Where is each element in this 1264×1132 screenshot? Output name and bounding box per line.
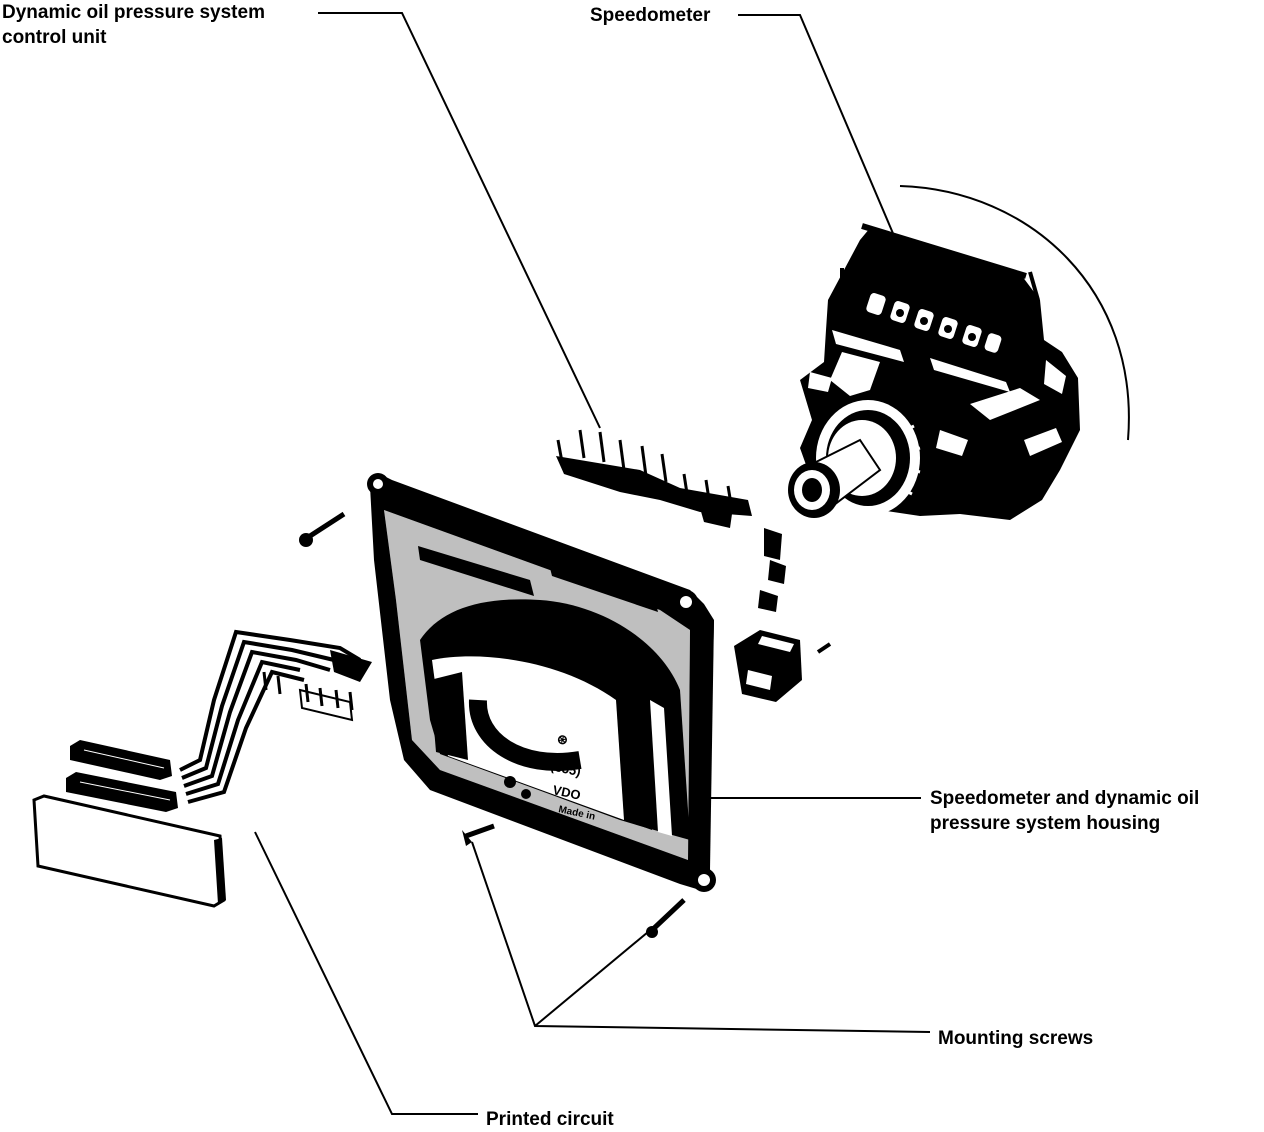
control-unit: [556, 429, 832, 702]
marking-1: (655): [549, 758, 582, 779]
screw-bottom-2: [648, 898, 686, 934]
label-speedometer: Speedometer: [590, 5, 711, 26]
leader-speedometer: [738, 14, 913, 279]
speedometer-mechanism: [788, 185, 1130, 520]
contact-strip-2: [66, 772, 178, 812]
dial-arc: [899, 185, 1130, 441]
marking-2: VDO: [551, 782, 582, 803]
label-housing-line-2: pressure system housing: [930, 813, 1161, 834]
housing: ⊛ (655) VDO Made in Germany: [367, 473, 716, 892]
label-control-unit-line-2: control unit: [2, 27, 107, 48]
cup-face: [432, 656, 624, 820]
printed-circuit: [32, 629, 372, 908]
leader-lines: [254, 12, 931, 1115]
screw-top-left: [308, 511, 346, 539]
small-screw: [816, 642, 832, 654]
label-housing-line-1: Speedometer and dynamic oil: [930, 788, 1200, 809]
label-control-unit: Dynamic oil pressure system control unit: [2, 0, 265, 50]
leader-control-unit: [318, 12, 601, 429]
cover-strip: [32, 794, 226, 908]
leader-mounting-screw-2: [534, 931, 649, 1027]
marking-logo: ⊛: [555, 731, 570, 749]
leader-printed-circuit: [254, 831, 478, 1115]
screws: [299, 511, 686, 938]
label-mounting-screws: Mounting screws: [938, 1028, 1094, 1049]
label-housing: Speedometer and dynamic oil pressure syst…: [930, 786, 1199, 836]
contact-strip-1: [70, 740, 172, 780]
label-control-unit-line-1: Dynamic oil pressure system: [2, 2, 265, 23]
odometer-bracket: [861, 223, 1027, 279]
screw-bottom-1: [465, 823, 495, 839]
control-unit-board: [556, 456, 752, 516]
label-printed-circuit: Printed circuit: [486, 1109, 614, 1130]
